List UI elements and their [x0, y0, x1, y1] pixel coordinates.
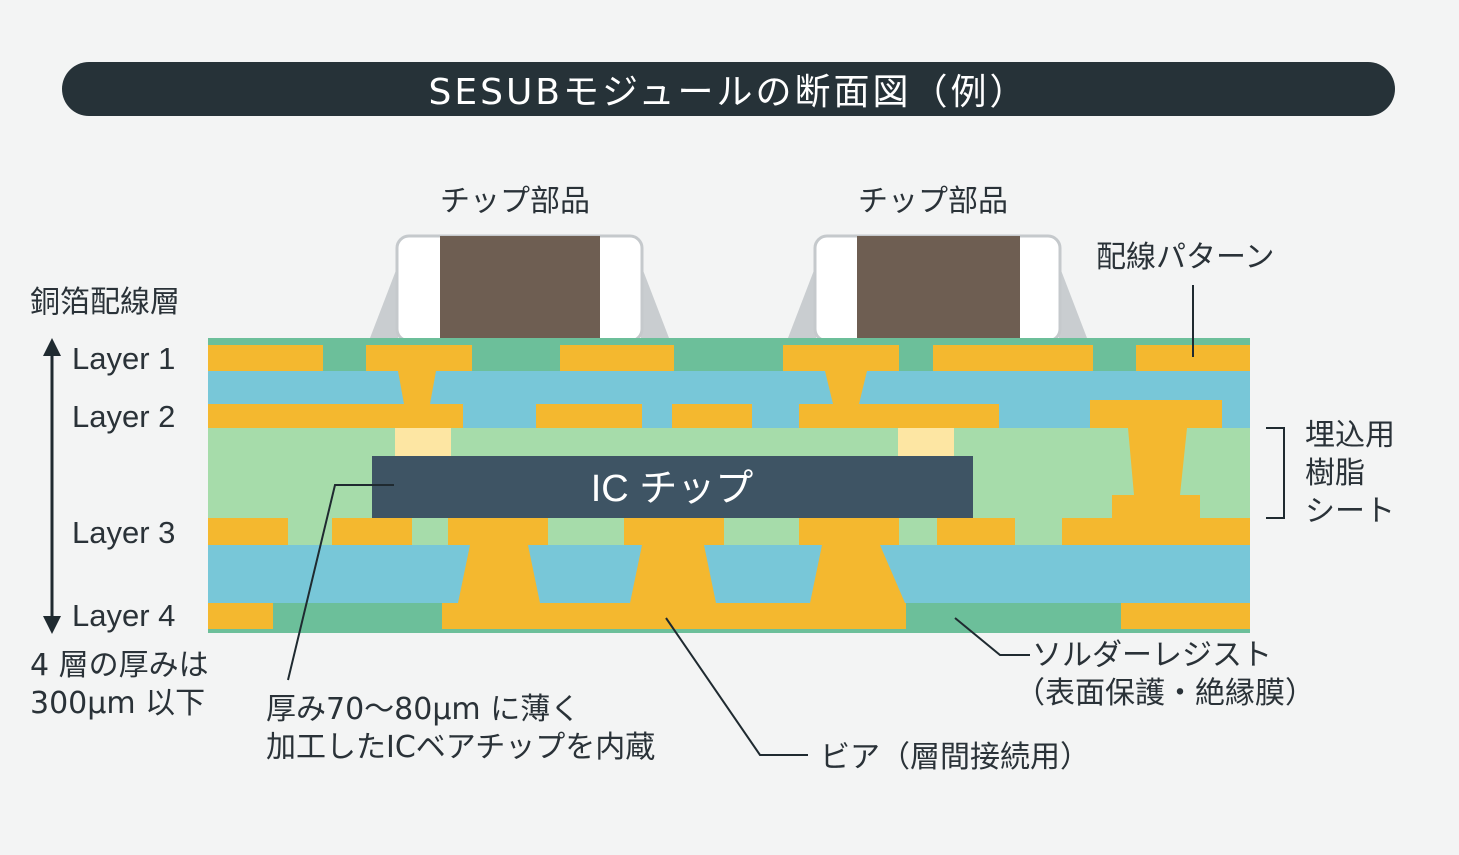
- thickness-label-line2: 300μm 以下: [30, 686, 206, 721]
- dielectric-layer-1-2: [208, 371, 1250, 404]
- embedded-sheet-bracket: [1266, 427, 1285, 519]
- via-leader: [665, 617, 808, 756]
- chip-1-body: [440, 236, 600, 341]
- chip-label-2: チップ部品: [858, 184, 1008, 219]
- chip-1-solder-fillet-right: [641, 265, 669, 338]
- layer-4-label: Layer 4: [72, 598, 176, 633]
- title-bar: SESUBモジュールの断面図（例）: [62, 62, 1395, 116]
- ic-chip: [372, 456, 973, 518]
- ic-pads: [395, 428, 954, 456]
- ic-note-label-line1: 厚み70～80μm に薄く: [266, 692, 581, 727]
- top-solder-resist: [208, 338, 1250, 371]
- solder-resist-label-line1: ソルダーレジスト: [1032, 638, 1272, 673]
- copper-layer-label: 銅箔配線層: [30, 285, 180, 320]
- embedded-sheet-label-line1: 埋込用: [1305, 418, 1395, 453]
- layer-thickness-arrow: [43, 338, 61, 634]
- embedded-sheet-label-line2: 樹脂: [1305, 456, 1365, 491]
- ic-note-leader: [287, 484, 394, 681]
- chip-1-solder-fillet-left: [370, 265, 398, 338]
- embedded-via: [1112, 428, 1200, 518]
- layer-4-copper: [208, 603, 1250, 629]
- ic-note-label-line2: 加工したICベアチップを内蔵: [266, 730, 656, 765]
- chip-label-1: チップ部品: [440, 184, 590, 219]
- layer-2-label: Layer 2: [72, 399, 176, 434]
- layer-2-copper: [208, 400, 1222, 428]
- via-label: ビア（層間接続用）: [820, 740, 1090, 775]
- layer-3-copper: [208, 518, 1250, 545]
- solder-resist-label-line2: （表面保護・絶縁膜）: [1015, 676, 1315, 711]
- via-layer-1-2: [398, 371, 867, 404]
- chip-component-2: [788, 234, 1087, 343]
- solder-resist-leader: [954, 617, 1030, 656]
- chip-2-solder-fillet-right: [1059, 265, 1087, 338]
- layer-3-label: Layer 3: [72, 515, 176, 550]
- thickness-label-line1: 4 層の厚みは: [30, 648, 209, 683]
- layer-1-label: Layer 1: [72, 341, 176, 376]
- layer-1-copper: [208, 345, 1250, 371]
- wiring-pattern-label: 配線パターン: [1096, 240, 1275, 275]
- diagram-title: SESUBモジュールの断面図（例）: [428, 72, 1029, 113]
- embedded-sheet-label-line3: シート: [1305, 494, 1395, 529]
- chip-2-body: [857, 236, 1020, 341]
- chip-component-1: [370, 234, 669, 343]
- chip-2-solder-fillet-left: [788, 265, 816, 338]
- via-layer-3-4: [458, 545, 905, 603]
- ic-chip-label: IC チップ: [591, 468, 754, 510]
- dielectric-layer-3-4: [208, 545, 1250, 603]
